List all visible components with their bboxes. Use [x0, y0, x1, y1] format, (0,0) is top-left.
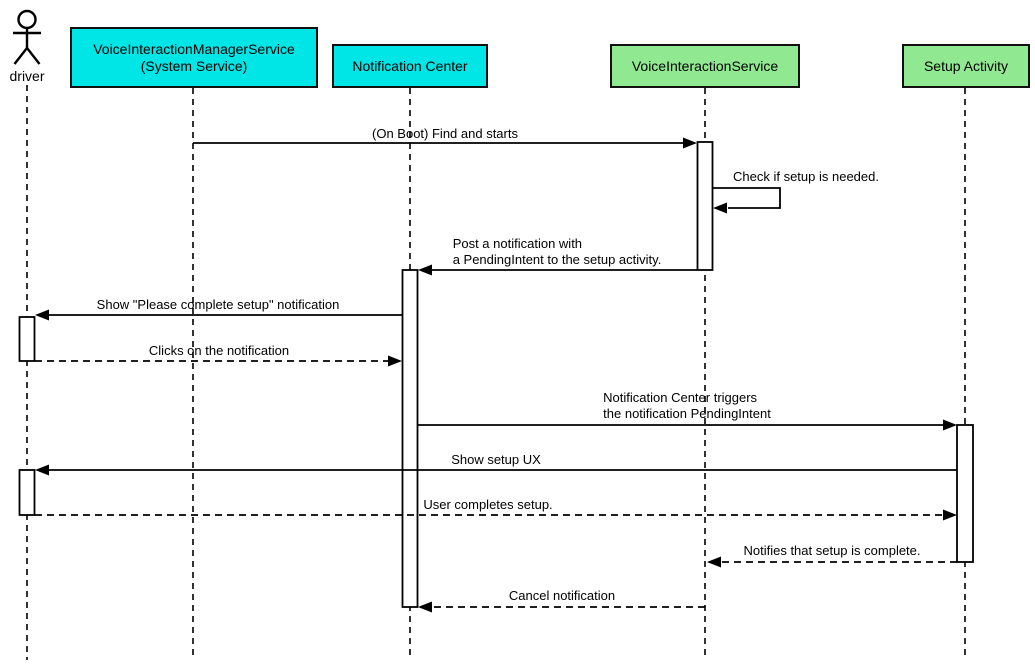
participant-notification-center: Notification Center [332, 44, 488, 88]
arrowhead-icon [35, 464, 49, 476]
message-label-user-completes-setup: User completes setup. [423, 497, 553, 512]
arrowhead-icon [388, 355, 402, 367]
activation-setup-activity [956, 424, 974, 563]
message-label-trigger-pendingintent: Notification Center triggers the notific… [603, 390, 771, 421]
participant-label: Notification Center [352, 57, 468, 74]
activation-voice-interaction-service [696, 141, 714, 271]
participant-voice-interaction-service: VoiceInteractionService [610, 44, 800, 88]
actor-driver-label: driver [9, 68, 45, 84]
actor-icon [13, 9, 41, 65]
participant-voice-interaction-manager-service: VoiceInteractionManagerService (System S… [70, 27, 318, 88]
arrowhead-icon [943, 419, 957, 431]
participant-label: VoiceInteractionManagerService (System S… [93, 40, 295, 74]
arrow-check-if-setup-needed [713, 187, 781, 209]
arrowhead-icon [418, 601, 432, 613]
message-label-clicks-notification: Clicks on the notification [148, 343, 290, 358]
message-label-on-boot-find-and-starts: (On Boot) Find and starts [372, 126, 518, 141]
message-label-post-notification: Post a notification with a PendingIntent… [452, 236, 662, 267]
arrowhead-icon [707, 556, 721, 568]
arrowhead-icon [943, 509, 957, 521]
message-label-show-setup-notification: Show "Please complete setup" notificatio… [96, 297, 340, 312]
participant-label: VoiceInteractionService [631, 57, 779, 74]
participant-setup-activity: Setup Activity [902, 44, 1030, 88]
participant-label: Setup Activity [923, 57, 1009, 74]
message-label-check-if-setup-needed: Check if setup is needed. [733, 169, 879, 184]
activation-driver-1 [18, 316, 36, 362]
activation-driver-2 [18, 469, 36, 516]
activation-notification-center [401, 269, 419, 608]
message-label-show-setup-ux: Show setup UX [451, 452, 541, 467]
arrowhead-icon [683, 137, 697, 149]
message-label-notifies-setup-complete: Notifies that setup is complete. [743, 543, 921, 558]
arrowhead-icon [713, 202, 727, 214]
arrowhead-icon [35, 309, 49, 321]
message-label-cancel-notification: Cancel notification [508, 588, 616, 603]
arrowhead-icon [418, 264, 432, 276]
